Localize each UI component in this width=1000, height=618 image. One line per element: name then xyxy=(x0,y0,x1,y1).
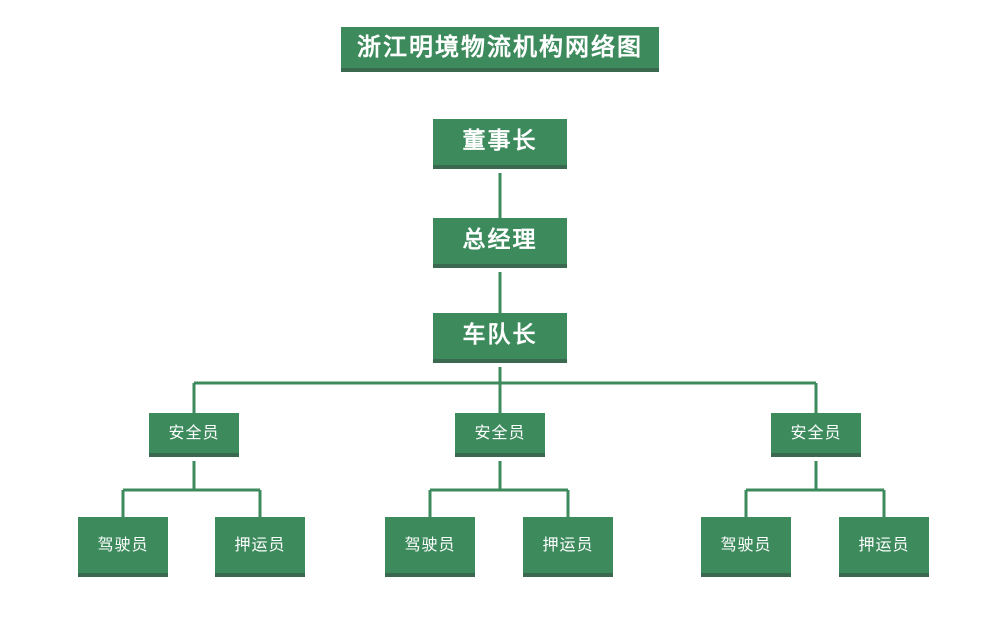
chart-title-text: 浙江明境物流机构网络图 xyxy=(357,33,643,62)
node-safety-officer-1[interactable]: 安全员 xyxy=(149,413,239,457)
node-escort-3[interactable]: 押运员 xyxy=(839,517,929,577)
node-safety-officer-3-label: 安全员 xyxy=(790,423,842,443)
node-escort-3-label: 押运员 xyxy=(858,535,910,555)
node-safety-officer-2[interactable]: 安全员 xyxy=(455,413,545,457)
node-general-manager-label: 总经理 xyxy=(462,227,538,254)
node-fleet-captain-label: 车队长 xyxy=(462,322,538,349)
node-driver-3-label: 驾驶员 xyxy=(720,535,772,555)
node-driver-1[interactable]: 驾驶员 xyxy=(78,517,168,577)
node-general-manager[interactable]: 总经理 xyxy=(433,218,567,268)
node-safety-officer-3[interactable]: 安全员 xyxy=(771,413,861,457)
node-driver-3[interactable]: 驾驶员 xyxy=(701,517,791,577)
chart-title-banner: 浙江明境物流机构网络图 xyxy=(341,27,659,72)
node-escort-2[interactable]: 押运员 xyxy=(523,517,613,577)
node-chairman-label: 董事长 xyxy=(462,128,538,155)
node-escort-1-label: 押运员 xyxy=(234,535,286,555)
node-driver-2[interactable]: 驾驶员 xyxy=(385,517,475,577)
node-safety-officer-2-label: 安全员 xyxy=(474,423,526,443)
node-escort-2-label: 押运员 xyxy=(542,535,594,555)
node-driver-2-label: 驾驶员 xyxy=(404,535,456,555)
node-escort-1[interactable]: 押运员 xyxy=(215,517,305,577)
node-chairman[interactable]: 董事长 xyxy=(433,119,567,169)
node-driver-1-label: 驾驶员 xyxy=(97,535,149,555)
node-fleet-captain[interactable]: 车队长 xyxy=(433,313,567,363)
node-safety-officer-1-label: 安全员 xyxy=(168,423,220,443)
